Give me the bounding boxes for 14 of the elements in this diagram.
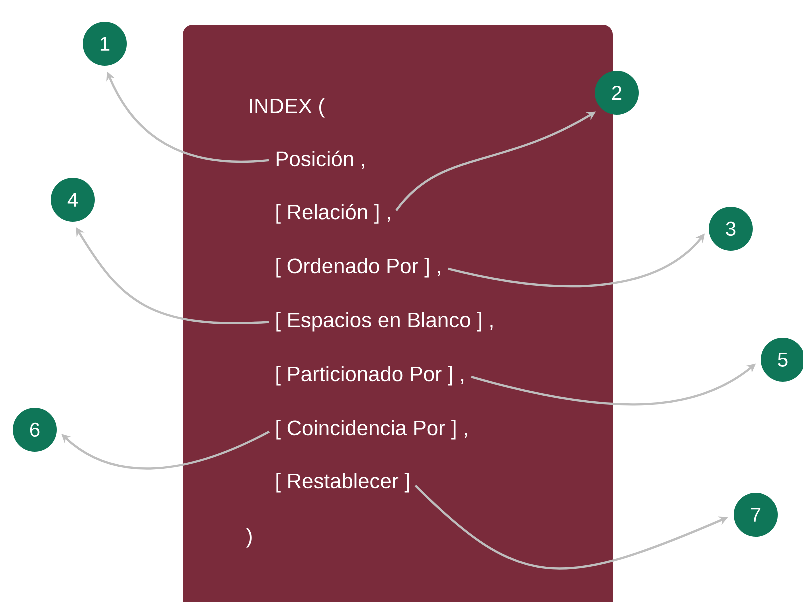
callout-number: 6 (13, 408, 57, 452)
code-line: [ Restablecer ] (276, 473, 410, 493)
code-line: [ Coincidencia Por ] , (276, 420, 468, 440)
code-line: [ Ordenado Por ] , (276, 258, 440, 278)
code-line: [ Particionado Por ] , (276, 366, 464, 386)
callout-number: 3 (709, 206, 753, 251)
code-line: [ Espacios en Blanco ] , (276, 312, 493, 332)
callout-number: 5 (761, 338, 803, 382)
callout-number: 2 (595, 71, 639, 115)
code-line: Posición , (276, 150, 364, 170)
callout-number: 4 (51, 178, 95, 222)
code-line: [ Relación ] , (276, 204, 390, 224)
callout-number: 1 (83, 22, 127, 66)
callout-number: 7 (734, 492, 778, 537)
